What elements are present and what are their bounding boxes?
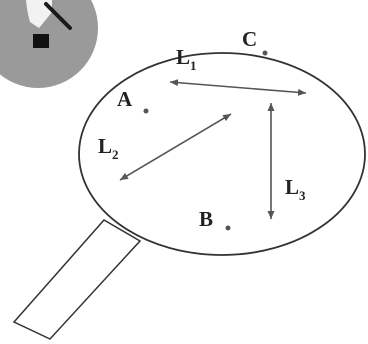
point-a-dot (143, 108, 149, 114)
line-l1-subscript: 1 (190, 58, 197, 73)
line-l3-letter: L (285, 175, 299, 199)
point-b-label: B (199, 207, 213, 231)
line-l2-subscript: 2 (112, 147, 119, 162)
arrow-l2 (119, 113, 232, 181)
magnifier-lens (78, 52, 366, 256)
point-c-label: C (242, 27, 257, 51)
line-l3-subscript: 3 (299, 188, 306, 203)
point-b-dot (225, 225, 231, 231)
line-l1-label: L1 (176, 45, 197, 73)
line-l2-letter: L (98, 134, 112, 158)
line-l1-letter: L (176, 45, 190, 69)
pen-tool-icon[interactable] (0, 0, 98, 88)
line-l3-label: L3 (285, 175, 306, 203)
line-l2-label: L2 (98, 134, 119, 162)
magnifier-handle (12, 219, 142, 340)
point-a-label: A (117, 87, 133, 111)
point-c-dot (262, 50, 268, 56)
arrow-l1 (169, 79, 307, 96)
